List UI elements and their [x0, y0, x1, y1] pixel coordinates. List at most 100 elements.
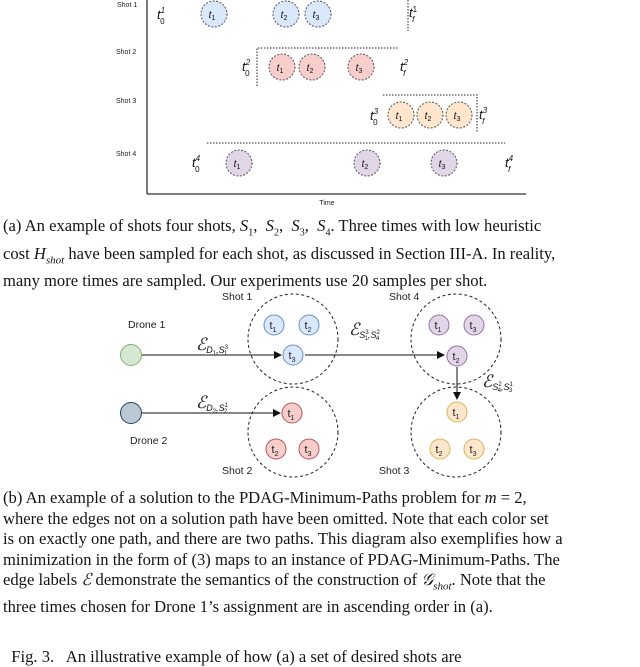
- caption-b-math-m: m: [484, 488, 497, 507]
- svg-text:t3: t3: [439, 159, 446, 171]
- shot-3-sample-t2: t2: [416, 101, 444, 129]
- figure-caption: Fig. 3. An illustrative example of how (…: [3, 626, 637, 667]
- shot-3-sample-t3: t3: [445, 101, 473, 129]
- caption-b-text: (b) An example of a solution to the PDAG…: [3, 488, 485, 507]
- row-label-shot-3: Shot 3: [116, 98, 136, 105]
- shot-1-node-t1: t1: [263, 314, 285, 336]
- caption-b: (b) An example of a solution to the PDAG…: [3, 488, 637, 617]
- shot-1-sample-t1: t1: [200, 0, 228, 28]
- caption-a-text: many more times are sampled. Our experim…: [3, 270, 488, 290]
- drone-2-node: [120, 402, 142, 424]
- shot-2-group: [247, 386, 339, 478]
- caption-b-text: edge labels: [3, 570, 82, 589]
- svg-text:t3: t3: [289, 350, 296, 364]
- shot-4-node-t3: t3: [463, 314, 485, 336]
- caption-b-text: three times chosen for Drone 1’s assignm…: [3, 596, 493, 616]
- shot-1-label: Shot 1: [222, 291, 253, 303]
- drone-2-label: Drone 2: [130, 435, 168, 447]
- svg-text:t2: t2: [362, 159, 369, 171]
- shot-2-sample-t2: t2: [298, 53, 326, 81]
- svg-text:t1: t1: [277, 63, 284, 75]
- svg-text:t1: t1: [396, 111, 403, 123]
- shot-1-node-t2: t2: [298, 314, 320, 336]
- shot-1-sample-t2: t2: [272, 0, 300, 28]
- shot-2-node-t2: t2: [265, 438, 287, 460]
- svg-text:t1: t1: [209, 10, 216, 22]
- shot-3-node-t1: t1: [446, 401, 468, 423]
- svg-text:t2: t2: [281, 10, 288, 22]
- shot-2-sample-t3: t3: [347, 53, 375, 81]
- caption-b-text: . Note that the: [451, 570, 546, 589]
- caption-a-text: . Three times with low heuristic: [330, 216, 542, 235]
- figure-b-pdag-diagram: Shot 1 Shot 4 Shot 2 Shot 3 Drone 1 Dron…: [120, 291, 514, 478]
- shot-1-group: [247, 293, 339, 385]
- shot-3-window: [383, 94, 478, 133]
- caption-b-text: = 2,: [496, 488, 527, 507]
- row-label-shot-1: Shot 1: [117, 2, 137, 9]
- shot-2-node-t1: t1: [281, 402, 303, 424]
- svg-text:t2: t2: [272, 444, 279, 458]
- svg-text:t1: t1: [234, 159, 241, 171]
- shot-3-sample-t1: t1: [387, 101, 415, 129]
- svg-text:t3: t3: [470, 320, 477, 334]
- shot-4-sample-t1: t1: [225, 149, 253, 177]
- shot-3-node-t3: t3: [463, 438, 485, 460]
- shot-3-label: Shot 3: [379, 465, 410, 477]
- shot-4-group: [410, 293, 502, 385]
- caption-b-text: where the edges not on a solution path h…: [3, 508, 549, 528]
- shot-1-node-t3: t3: [282, 344, 304, 366]
- svg-text:t3: t3: [356, 63, 363, 75]
- caption-a-text: cost: [3, 243, 34, 263]
- shot-2-window: [256, 47, 398, 86]
- shot-3-group: [410, 386, 502, 478]
- row-label-shot-2: Shot 2: [116, 49, 136, 56]
- svg-text:t1: t1: [453, 407, 460, 421]
- svg-text:t1: t1: [435, 320, 442, 334]
- shot-2-node-t3: t3: [298, 438, 320, 460]
- svg-text:t3: t3: [470, 444, 477, 458]
- svg-text:t1: t1: [270, 320, 277, 334]
- shot-4-sample-t3: t3: [430, 149, 458, 177]
- caption-a-text: have been sampled for each shot, as disc…: [64, 243, 556, 263]
- shot-4-node-t2: t2: [446, 345, 468, 367]
- shot-4-sample-t2: t2: [353, 149, 381, 177]
- row-label-shot-4: Shot 4: [116, 151, 136, 158]
- shot-3-node-t2: t2: [429, 438, 451, 460]
- svg-text:t3: t3: [305, 444, 312, 458]
- caption-b-text: is on exactly one path, and there are tw…: [3, 529, 563, 548]
- drone-1-node: [120, 344, 142, 366]
- figure-caption-text: Fig. 3. An illustrative example of how (…: [11, 646, 462, 666]
- svg-text:t1: t1: [288, 408, 295, 422]
- svg-text:t2: t2: [436, 444, 443, 458]
- shot-2-label: Shot 2: [222, 465, 253, 477]
- svg-text:t3: t3: [454, 111, 461, 123]
- caption-a: (a) An example of shots four shots, S1, …: [3, 216, 637, 291]
- drone-1-label: Drone 1: [128, 319, 166, 331]
- shot-4-node-t1: t1: [428, 314, 450, 336]
- svg-text:t3: t3: [313, 10, 320, 22]
- svg-text:t2: t2: [453, 351, 460, 365]
- caption-b-text: demonstrate the semantics of the constru…: [91, 570, 422, 589]
- caption-b-text: minimization in the form of (3) maps to …: [3, 549, 560, 569]
- shot-2-sample-t1: t1: [268, 53, 296, 81]
- svg-text:t2: t2: [307, 63, 314, 75]
- svg-text:t2: t2: [305, 320, 312, 334]
- shot-1-sample-t3: t3: [304, 0, 332, 28]
- caption-a-text: (a) An example of shots four shots,: [3, 216, 240, 235]
- shot-4-label: Shot 4: [389, 291, 420, 303]
- x-axis-label: Time: [319, 200, 334, 207]
- svg-text:t2: t2: [425, 111, 432, 123]
